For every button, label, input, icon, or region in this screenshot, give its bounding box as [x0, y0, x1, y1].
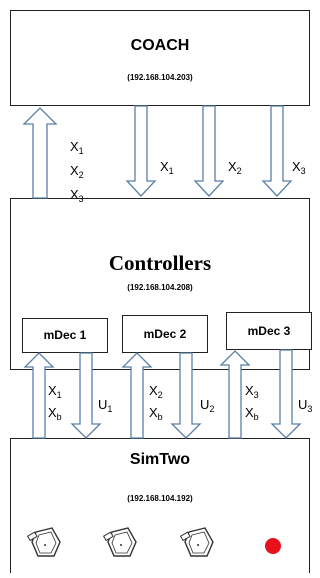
down-arrow-u1	[70, 352, 102, 439]
ball-icon	[265, 538, 281, 554]
simtwo-title: SimTwo	[129, 451, 191, 468]
mdec-3-box: mDec 3	[226, 312, 312, 350]
label-down-x1: X1	[160, 159, 174, 176]
down-arrow-x2	[193, 105, 225, 197]
controllers-title: Controllers	[108, 251, 212, 275]
robot-icon	[102, 527, 137, 557]
up-arrow-mdec-1	[23, 352, 55, 439]
down-arrow-x1	[125, 105, 157, 197]
up-arrow-mdec-2	[121, 352, 153, 439]
down-arrow-u2	[170, 352, 202, 439]
up-arrow-to-coach	[22, 107, 58, 199]
mdec-1-box: mDec 1	[22, 318, 108, 353]
label-sim-down-u2: U2	[200, 397, 215, 414]
label-down-x2: X2	[228, 159, 242, 176]
controllers-ip: (192.168.104.208)	[127, 283, 193, 292]
label-up-x2: X2	[70, 163, 84, 180]
robot-icon	[179, 527, 214, 557]
label-sim-up-1b: Xb	[48, 405, 62, 422]
up-arrow-mdec-3	[219, 350, 251, 439]
label-down-x3: X3	[292, 159, 306, 176]
label-up-x3: X3	[70, 187, 84, 204]
mdec-2-box: mDec 2	[122, 315, 208, 353]
coach-box: COACH (192.168.104.203)	[10, 10, 310, 106]
down-arrow-u3	[270, 349, 302, 439]
robot-icon	[26, 527, 61, 557]
label-sim-down-u1: U1	[98, 397, 113, 414]
label-sim-up-3a: X3	[245, 383, 259, 400]
label-sim-up-3b: Xb	[245, 405, 259, 422]
coach-ip: (192.168.104.203)	[127, 73, 193, 82]
simtwo-box: SimTwo (192.168.104.192)	[10, 438, 310, 573]
label-sim-up-2a: X2	[149, 383, 163, 400]
down-arrow-x3	[261, 105, 293, 197]
label-up-x1: X1	[70, 139, 84, 156]
coach-title: COACH	[130, 37, 190, 54]
simtwo-ip: (192.168.104.192)	[127, 494, 193, 503]
label-sim-up-2b: Xb	[149, 405, 163, 422]
label-sim-up-1a: X1	[48, 383, 62, 400]
label-sim-down-u3: U3	[298, 397, 313, 414]
